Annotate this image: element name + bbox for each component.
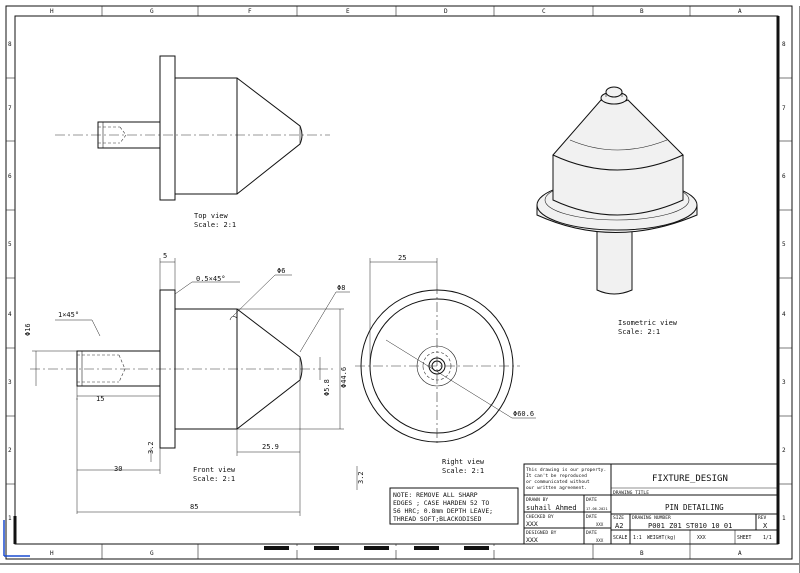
rev-value: X (763, 522, 768, 530)
zone-labels: H G F E D C B A H G B A 8 7 6 5 4 3 2 1 … (8, 8, 786, 557)
dim-3-2-front: 3.2 (147, 441, 155, 454)
row-label-left-8: 8 (8, 41, 12, 48)
scale-value: 1:1 (633, 535, 642, 541)
weight-value: XXX (697, 535, 706, 541)
drawing-title-label: DRAWING TITLE (613, 490, 649, 496)
designed-date-label: DATE (586, 530, 597, 536)
dim-dia-8: Φ8 (337, 284, 345, 292)
col-label-top-a: A (738, 8, 742, 15)
dim-30: 30 (114, 465, 122, 473)
row-label-left-4: 4 (8, 311, 12, 318)
notes-box: NOTE: REMOVE ALL SHARP EDGES ; CASE HARD… (389, 487, 519, 525)
row-label-right-1: 1 (782, 515, 786, 522)
checked-by-value: XXX (526, 520, 538, 528)
property-notice-line-2: It can't be reproduced (526, 473, 587, 479)
row-label-left-1: 1 (8, 515, 12, 522)
scale-label: SCALE (613, 535, 628, 541)
sheet-frame (0, 5, 800, 573)
dim-85: 85 (190, 503, 198, 511)
property-notice-line-4: our written agreement. (526, 485, 587, 491)
top-view-name: Top view (194, 212, 229, 220)
col-label-top-h: H (50, 8, 54, 15)
dim-dia-60-6: Φ60.6 (513, 410, 534, 418)
top-view-scale: Scale: 2:1 (194, 221, 236, 229)
dim-15: 15 (96, 395, 104, 403)
col-label-bottom-h: H (50, 550, 54, 557)
col-label-top-g: G (150, 8, 154, 15)
sheet-value: 1/1 (763, 535, 772, 541)
dim-chamfer-0-5: 0.5×45° (196, 275, 226, 283)
dim-dia-44-6: Φ44.6 (340, 367, 348, 388)
dim-dia-6: Φ6 (277, 267, 285, 275)
col-label-top-c: C (542, 8, 546, 15)
dim-5: 5 (163, 252, 167, 260)
property-notice-line-1: This drawing is our property. (526, 467, 606, 473)
checked-date-label: DATE (586, 514, 597, 520)
front-view-name: Front view (193, 466, 236, 474)
note-line-3: 56 HRC; 0.8mm DEPTH LEAVE; (393, 507, 493, 515)
col-label-top-d: D (444, 8, 448, 15)
note-line-4: THREAD SOFT;BLACKODISED (393, 515, 482, 523)
dim-dia-5-8: Φ5.8 (323, 379, 331, 396)
drawing-title: PIN DETAILING (665, 503, 724, 512)
col-label-top-f: F (248, 8, 252, 15)
designed-date-value: XXX (596, 538, 604, 543)
row-label-right-4: 4 (782, 311, 786, 318)
row-label-left-2: 2 (8, 447, 12, 454)
front-view: 5 0.5×45° Φ6 Φ8 1×45° Φ16 15 Φ44.6 Φ5.8 … (24, 252, 350, 516)
right-view: 25 Φ60.6 3.2 Right view Scale: 2:1 (355, 254, 536, 490)
row-label-left-3: 3 (8, 379, 12, 386)
col-label-top-e: E (346, 8, 350, 15)
drawn-by-value: suhail Ahmed (526, 504, 577, 512)
row-label-right-8: 8 (782, 41, 786, 48)
drawn-date-value: 17-06-2021 (586, 507, 608, 511)
dim-dia-16: Φ16 (24, 323, 32, 336)
note-line-1: NOTE: REMOVE ALL SHARP (393, 491, 478, 499)
row-label-left-6: 6 (8, 173, 12, 180)
drawn-by-label: DRAWN BY (526, 497, 548, 503)
col-label-bottom-g: G (150, 550, 154, 557)
designed-by-value: XXX (526, 536, 538, 544)
isometric-view-name: Isometric view (618, 319, 678, 327)
right-view-dimensions: 25 Φ60.6 3.2 (356, 254, 536, 490)
col-label-top-b: B (640, 8, 644, 15)
dim-25: 25 (398, 254, 406, 262)
row-label-right-7: 7 (782, 105, 786, 112)
company-name: FIXTURE_DESIGN (652, 474, 728, 484)
drawing-number: P001_Z01_ST010_10_01 (648, 522, 732, 530)
size-label: SIZE (613, 515, 624, 521)
front-view-dimensions: 5 0.5×45° Φ6 Φ8 1×45° Φ16 15 Φ44.6 Φ5.8 … (24, 252, 350, 516)
right-view-scale: Scale: 2:1 (442, 467, 484, 475)
right-view-name: Right view (442, 458, 485, 466)
row-label-right-6: 6 (782, 173, 786, 180)
weight-label: WEIGHT(kg) (647, 535, 676, 541)
checked-by-label: CHECKED BY (526, 514, 554, 520)
col-label-bottom-a: A (738, 550, 742, 557)
rev-label: REV (758, 515, 767, 521)
sheet-label: SHEET (737, 535, 752, 541)
dim-3-2-right: 3.2 (357, 471, 365, 484)
isometric-view: Isometric view Scale: 2:1 (536, 86, 698, 336)
drawn-date-label: DATE (586, 497, 597, 503)
front-view-scale: Scale: 2:1 (193, 475, 235, 483)
top-view: Top view Scale: 2:1 (55, 55, 330, 229)
title-block: This drawing is our property. It can't b… (523, 463, 779, 545)
row-label-right-3: 3 (782, 379, 786, 386)
isometric-view-scale: Scale: 2:1 (618, 328, 660, 336)
dim-25-9: 25.9 (262, 443, 279, 451)
size-value: A2 (615, 522, 623, 530)
row-label-right-5: 5 (782, 241, 786, 248)
row-label-right-2: 2 (782, 447, 786, 454)
note-line-2: EDGES ; CASE HARDEN 52 TO (393, 499, 489, 507)
property-notice-line-3: or communicated without (526, 479, 590, 485)
col-label-bottom-b: B (640, 550, 644, 557)
dim-chamfer-1: 1×45° (58, 311, 79, 319)
designed-by-label: DESIGNED BY (526, 530, 557, 536)
row-label-left-5: 5 (8, 241, 12, 248)
row-label-left-7: 7 (8, 105, 12, 112)
drawing-number-label: DRAWING NUMBER (632, 515, 671, 521)
checked-date-value: XXX (596, 522, 604, 527)
